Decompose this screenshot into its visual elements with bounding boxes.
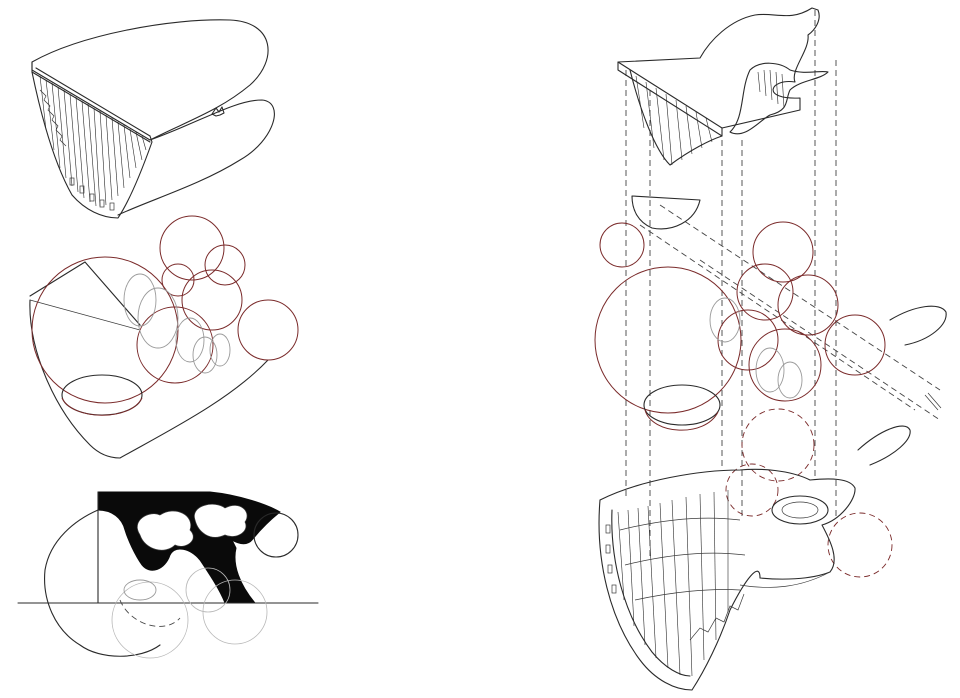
ghost-ring-a xyxy=(123,273,157,327)
sphere-aggregation-panel xyxy=(29,215,299,459)
section-left-body xyxy=(44,509,161,657)
exploded-nose-lower xyxy=(857,425,911,466)
sphere-mid-a xyxy=(136,306,214,384)
ghost-ring-d xyxy=(209,333,231,367)
exploded-sphere-right xyxy=(777,274,839,336)
exploded-hull-stair xyxy=(689,593,745,641)
exploded-sphere-far-right xyxy=(824,314,886,376)
section-ghost-ring xyxy=(123,579,157,601)
exploded-ghost-ring-b xyxy=(755,347,785,393)
section-dashed-arc xyxy=(119,599,181,627)
exploded-top-ribs xyxy=(635,75,713,166)
exploded-assembly-panel xyxy=(594,7,947,691)
exploded-sphere-top xyxy=(752,221,814,283)
hull-portholes xyxy=(69,177,115,211)
exploded-ghost-ring-c xyxy=(777,361,803,399)
hull-top-surface xyxy=(31,19,269,141)
exploded-hull-outer xyxy=(598,499,761,691)
exploded-hull-deck-c xyxy=(634,589,741,601)
exploded-hull-spiral xyxy=(771,495,829,525)
section-bubble-a xyxy=(137,510,194,551)
exploded-dashed-sphere-b xyxy=(827,512,893,578)
exploded-top-slab xyxy=(617,7,820,129)
sphere-small-b xyxy=(204,244,246,286)
exploded-hull-inner xyxy=(611,509,691,677)
ghost-ring-b xyxy=(175,317,205,363)
sphere-right xyxy=(237,299,299,361)
exploded-nose-rail xyxy=(924,392,942,411)
exploded-hull-deck-a xyxy=(619,517,741,531)
section-ghost-b xyxy=(185,567,231,613)
section-bubble-b xyxy=(194,503,248,538)
exploded-sphere-left xyxy=(599,222,645,268)
exploded-top-underbelly xyxy=(629,69,723,166)
exploded-sphere-lower xyxy=(748,328,822,402)
exploded-hull-deck-b xyxy=(624,552,746,566)
exploded-sphere-mid xyxy=(736,263,794,321)
exploded-ghost-ring-a xyxy=(709,297,741,343)
exploded-hull-rim xyxy=(599,468,856,580)
exploded-bowl-base xyxy=(644,409,719,431)
hull-top-inner-edge xyxy=(35,67,151,137)
section-ghost-c xyxy=(202,579,268,645)
exploded-hull-portholes xyxy=(605,524,617,594)
exploded-dashed-sphere-c xyxy=(725,463,779,517)
exploded-sphere-small xyxy=(717,309,779,371)
exploded-nose-upper xyxy=(889,305,947,346)
hull-stair xyxy=(39,89,67,147)
exploded-hull-spiral-inner xyxy=(781,501,819,519)
ghost-ring-c xyxy=(192,336,218,374)
exploded-hull-bottom-band xyxy=(739,571,831,588)
exploded-top-slab-edge xyxy=(617,61,723,137)
hull-axonometric-panel xyxy=(31,19,275,219)
sphere-small-a xyxy=(161,263,195,297)
aggregation-diagonal xyxy=(29,299,141,331)
exploded-hull-ribs xyxy=(617,490,729,677)
aggregation-top-edge xyxy=(29,261,141,326)
section-circle-right xyxy=(253,512,299,558)
hull-ribs xyxy=(39,75,147,207)
sphere-mid-b xyxy=(181,269,243,331)
section-cut-panel xyxy=(17,491,319,659)
exploded-sphere-large xyxy=(594,266,742,414)
sphere-top xyxy=(159,215,225,281)
exploded-half-bowl xyxy=(631,195,701,230)
bowl-base xyxy=(61,397,143,416)
ghost-ring-e xyxy=(137,287,179,349)
sphere-large xyxy=(31,256,179,404)
section-ghost-a xyxy=(111,581,189,659)
small-figure-icon xyxy=(211,106,225,117)
exploded-dashed-sphere-a xyxy=(741,408,815,482)
hull-front-face xyxy=(31,61,153,219)
exploded-bowl-rim xyxy=(643,384,721,426)
aggregation-shell xyxy=(29,299,269,459)
exploded-top-cutout-ribs xyxy=(757,69,785,109)
exploded-top-cutout xyxy=(729,62,829,135)
